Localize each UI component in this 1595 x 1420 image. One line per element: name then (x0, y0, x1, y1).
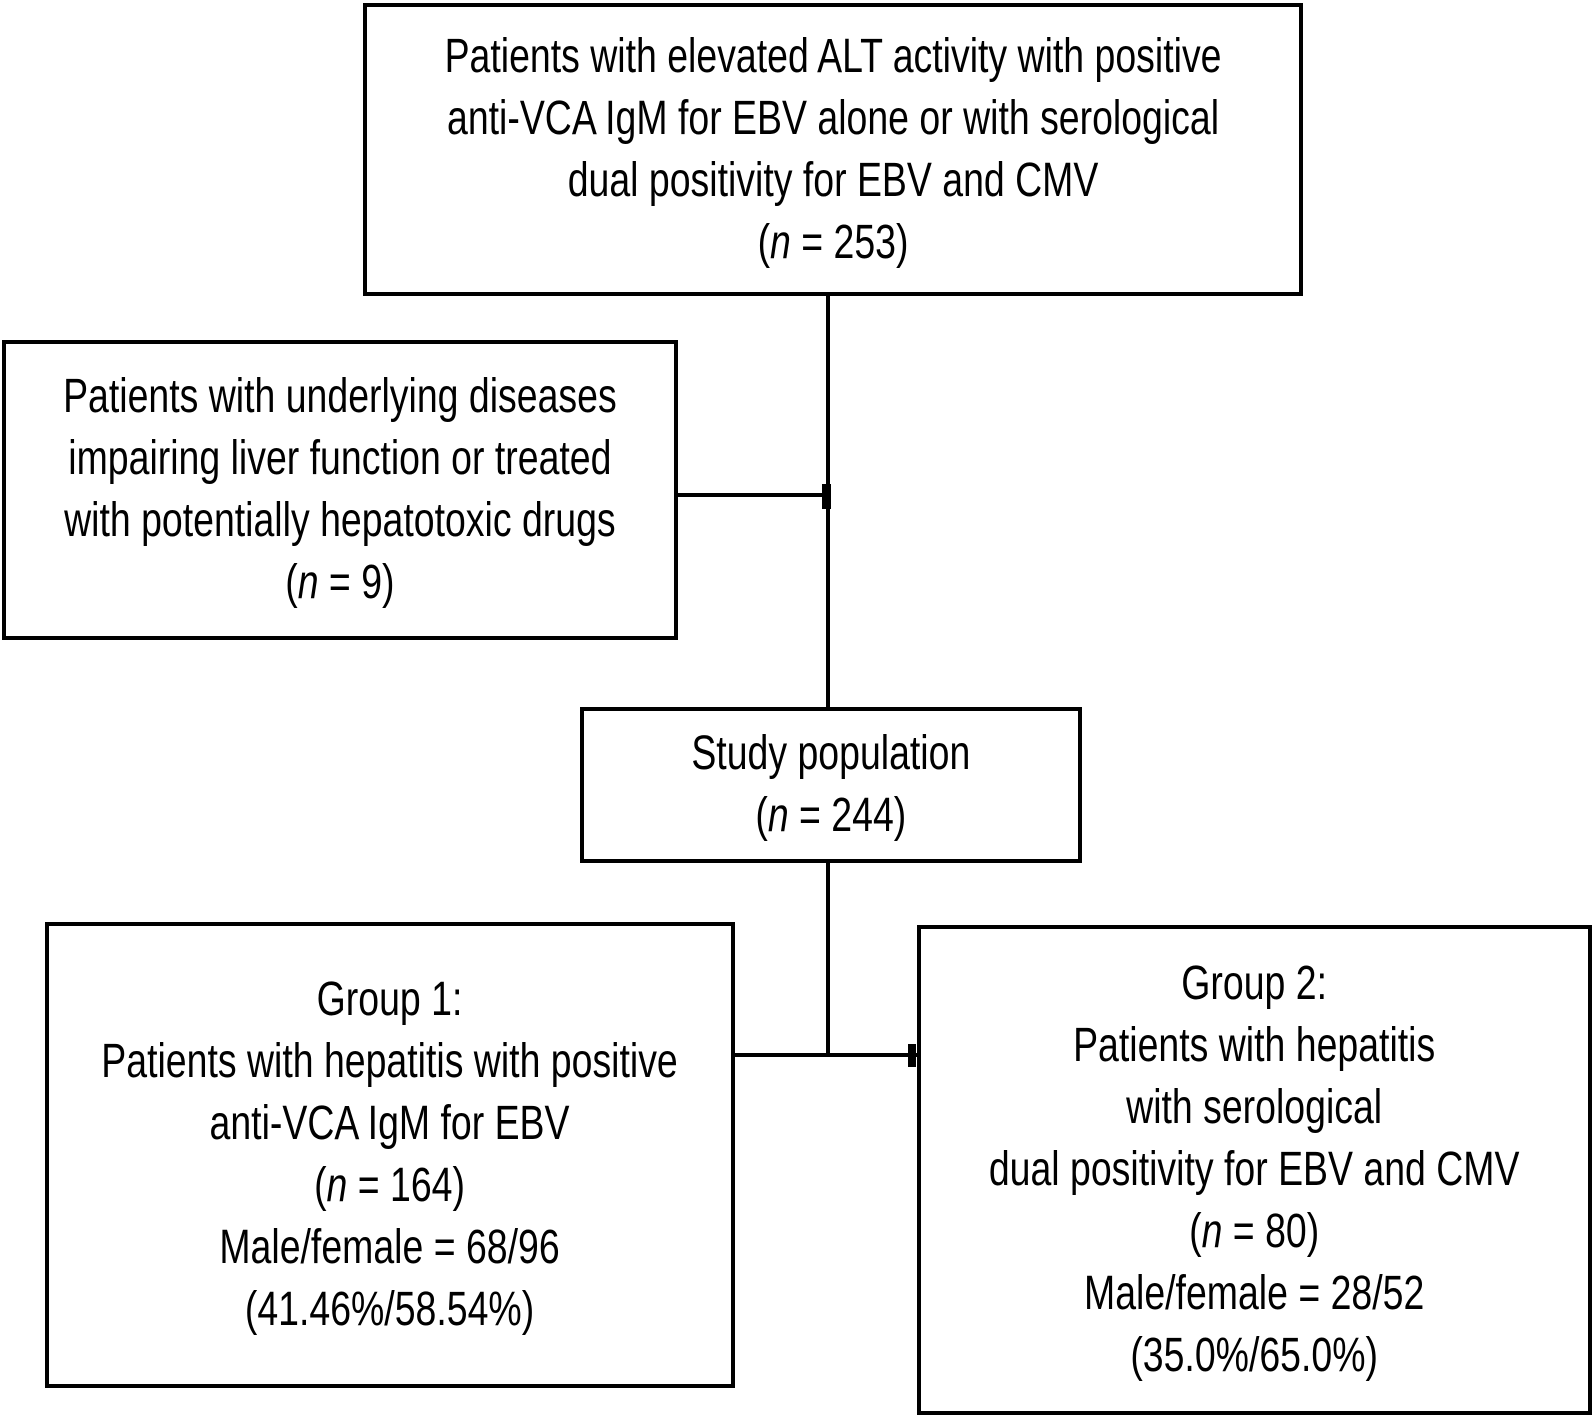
box-text-line: Male/female = 68/96 (219, 1221, 561, 1274)
box-group-2-text: Group 2: Patients with hepatitis with sero… (989, 953, 1520, 1387)
box-text-line: (n = 253) (757, 215, 909, 269)
connector-groups-branch-horizontal (733, 1053, 917, 1057)
box-group-1-text: Group 1: Patients with hepatitis with pos… (102, 969, 678, 1341)
box-eligible-patients: Patients with elevated ALT activity with… (363, 3, 1303, 296)
box-excluded-patients: Patients with underlying diseases impairi… (2, 340, 678, 640)
box-group-2: Group 2: Patients with hepatitis with sero… (917, 925, 1592, 1415)
connector-excluded-horizontal (674, 493, 830, 497)
box-study-population: Study population (n = 244) (580, 707, 1082, 863)
box-study-population-text: Study population (n = 244) (692, 723, 971, 847)
box-excluded-patients-text: Patients with underlying diseases impairi… (63, 366, 617, 614)
box-text-line: Patients with elevated ALT activity with… (444, 29, 1222, 83)
box-text-line: anti-VCA IgM for EBV (210, 1097, 570, 1150)
box-text-line: with potentially hepatotoxic drugs (64, 494, 616, 547)
box-text-line: Group 1: (317, 973, 463, 1026)
connector-excluded-junction-tick (822, 484, 831, 509)
box-text-line: (35.0%/65.0%) (1130, 1329, 1379, 1382)
box-text-line: impairing liver function or treated (68, 432, 612, 485)
box-text-line: Male/female = 28/52 (1084, 1267, 1425, 1320)
box-text-line: (41.46%/58.54%) (245, 1283, 535, 1336)
box-text-line: Group 2: (1181, 957, 1328, 1010)
box-eligible-patients-text: Patients with elevated ALT activity with… (445, 26, 1222, 274)
box-text-line: Patients with hepatitis (1073, 1019, 1436, 1072)
box-text-line: dual positivity for EBV and CMV (989, 1143, 1520, 1196)
box-text-line: with serological (1126, 1081, 1383, 1134)
box-text-line: Patients with hepatitis with positive (101, 1035, 679, 1088)
box-text-line: (n = 80) (1189, 1205, 1320, 1258)
connector-study-to-groups-vertical (826, 860, 830, 1057)
box-text-line: anti-VCA IgM for EBV alone or with serol… (446, 91, 1220, 145)
box-text-line: (n = 164) (314, 1159, 466, 1212)
box-text-line: dual positivity for EBV and CMV (567, 153, 1099, 207)
box-group-1: Group 1: Patients with hepatitis with pos… (45, 922, 735, 1388)
box-text-line: Patients with underlying diseases (63, 370, 617, 423)
box-text-line: Study population (691, 727, 971, 780)
connector-group2-junction-tick (908, 1044, 916, 1067)
box-text-line: (n = 9) (285, 556, 395, 609)
box-text-line: (n = 244) (755, 789, 907, 842)
